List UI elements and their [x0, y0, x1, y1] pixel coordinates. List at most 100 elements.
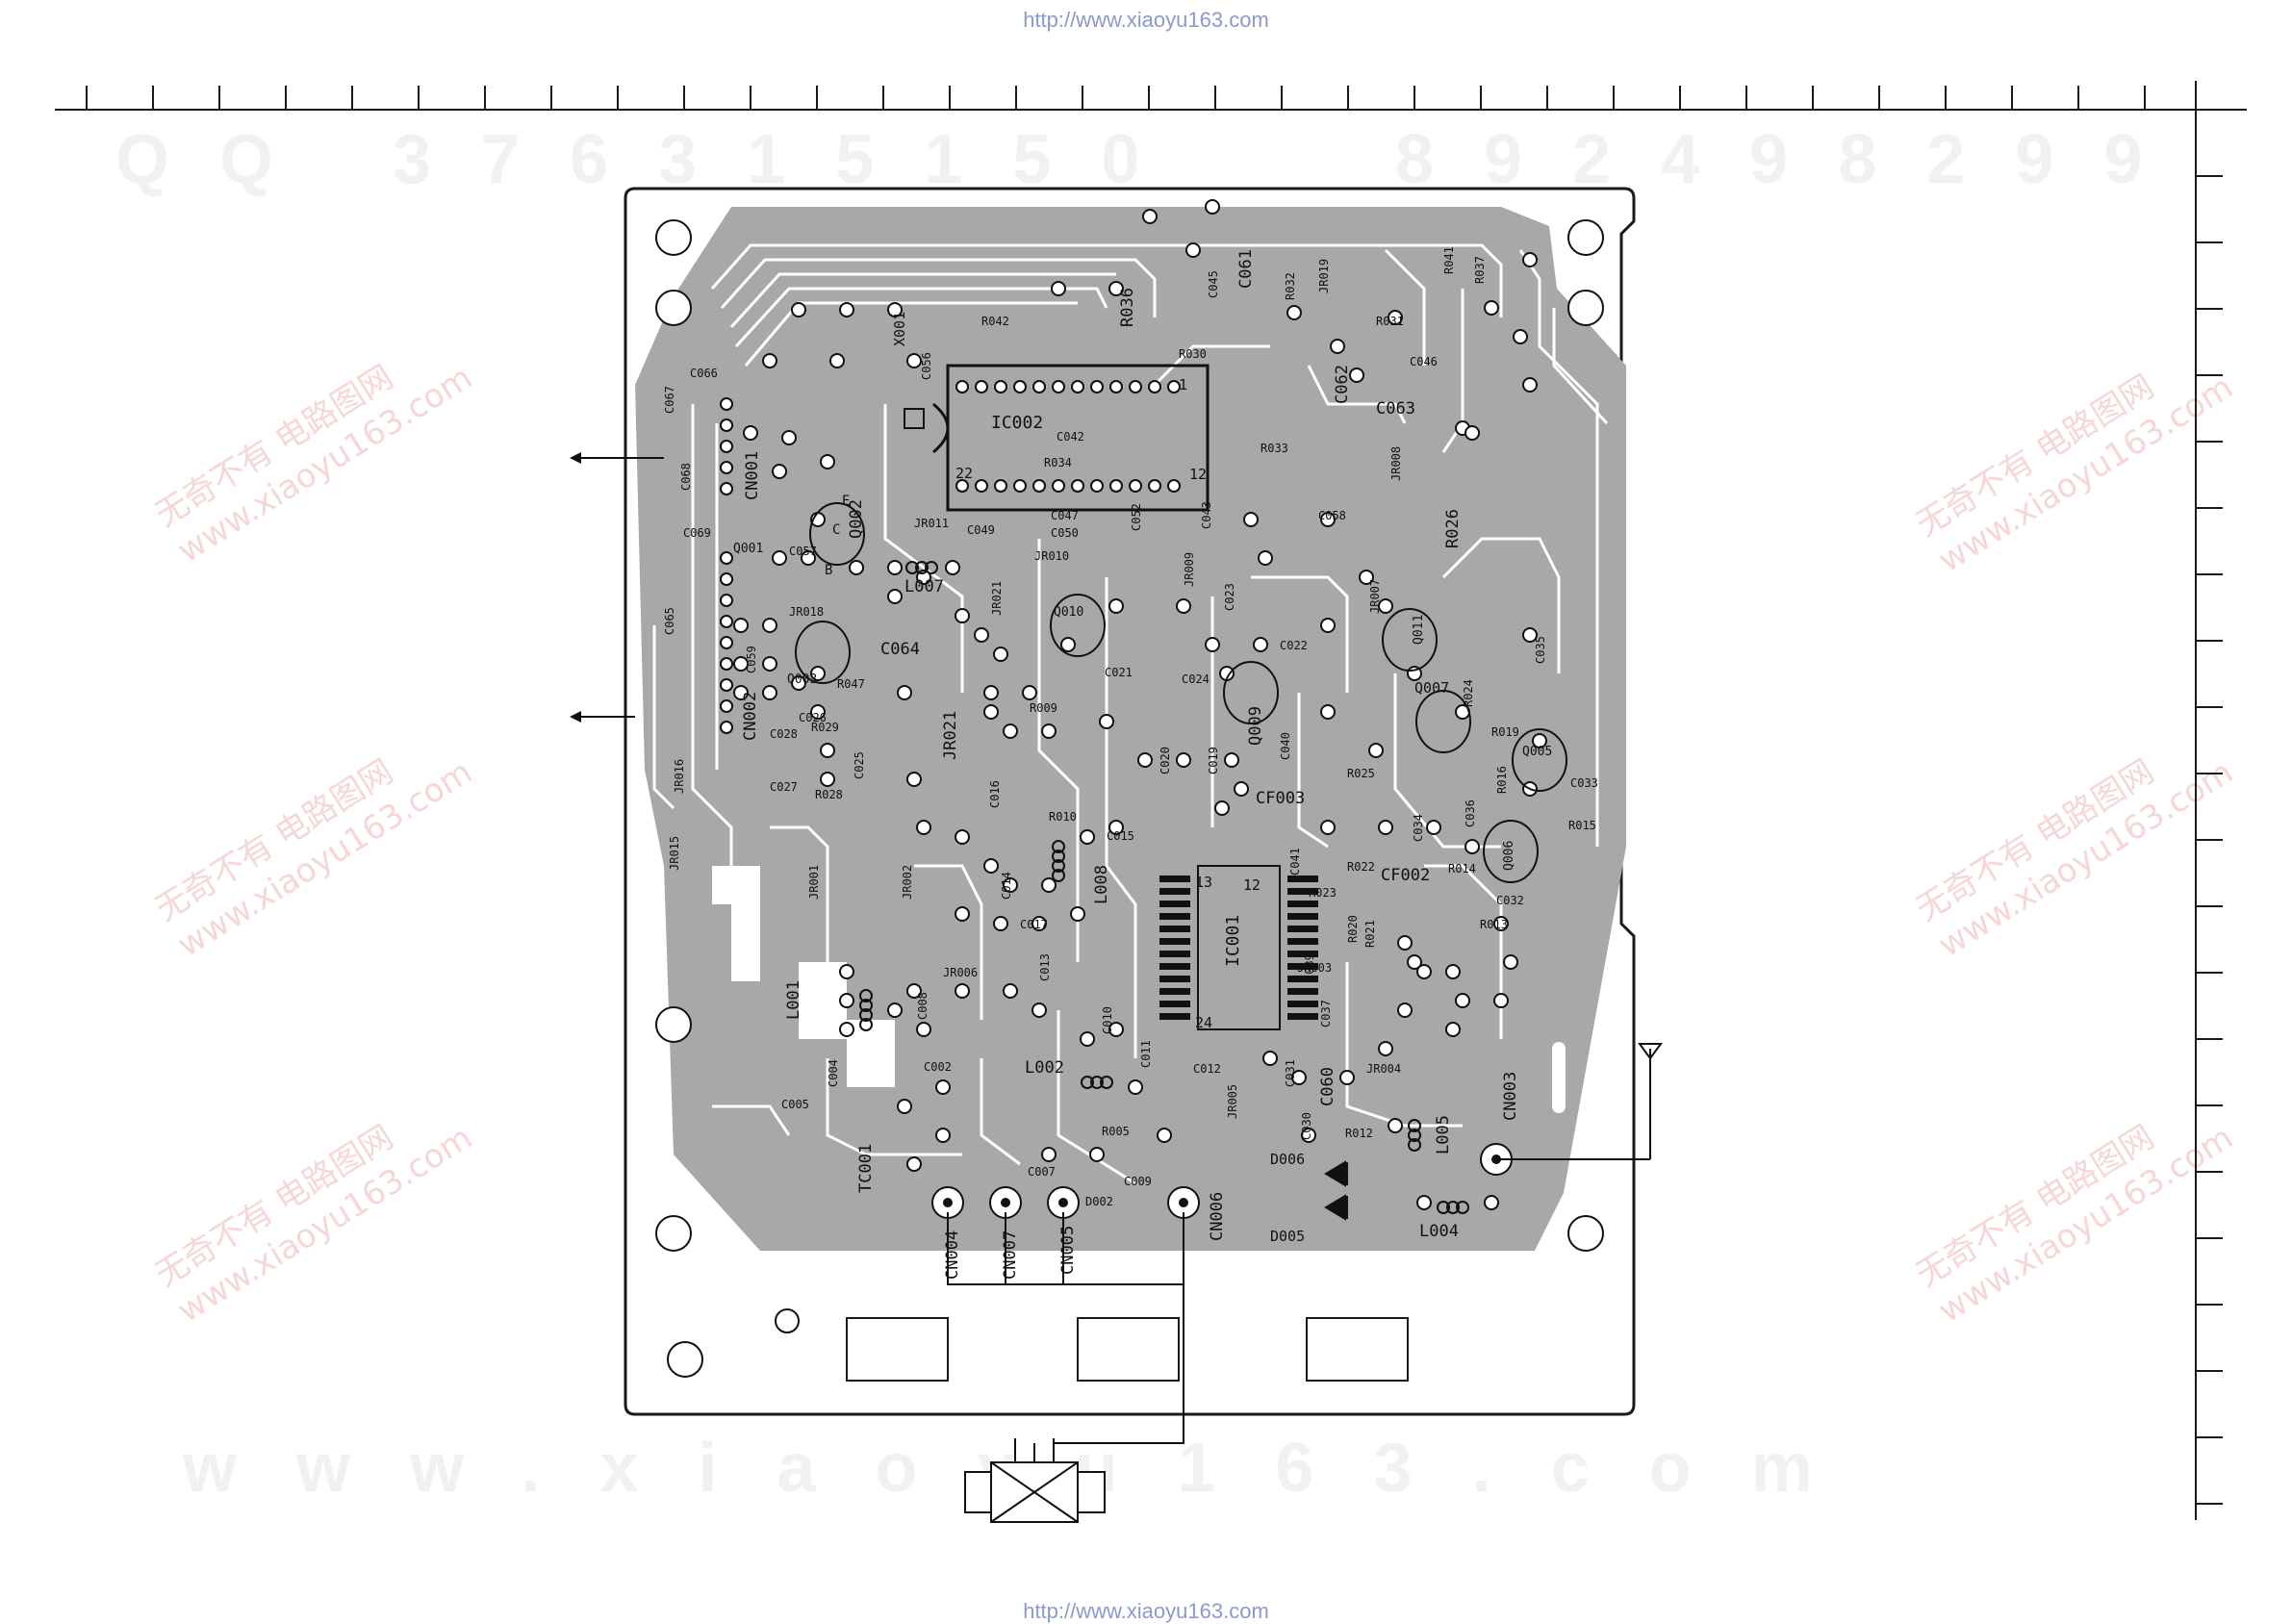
ic-pin [1159, 976, 1190, 982]
pad [887, 1002, 903, 1018]
label-l005: L005 [1434, 1115, 1453, 1155]
ic-pin [1167, 380, 1181, 393]
copper-trace [883, 404, 964, 693]
label-r023: R023 [1309, 886, 1337, 900]
label-c056: C056 [920, 352, 933, 380]
pad [1142, 209, 1158, 224]
header-pad [720, 572, 733, 586]
transistor-outline [1223, 661, 1279, 724]
board-cutout [847, 1020, 895, 1087]
ic-pin [994, 479, 1007, 493]
pad [1522, 377, 1538, 393]
copper-trace [1552, 308, 1609, 425]
pad [1532, 733, 1547, 749]
pad [829, 353, 845, 368]
label-r021: R021 [1363, 920, 1377, 948]
inductor-coil [859, 999, 873, 1012]
copper-trace [1384, 248, 1426, 366]
label-jr016: JR016 [673, 759, 686, 794]
label-q003: Q003 [787, 672, 817, 687]
pad [1522, 627, 1538, 643]
label-l004: L004 [1419, 1222, 1459, 1241]
inductor-coil [915, 561, 929, 574]
pad [1320, 820, 1336, 835]
inductor-coil [1081, 1076, 1094, 1089]
inductor-coil [1100, 1076, 1113, 1089]
ic-pin [1167, 479, 1181, 493]
pad [1301, 1128, 1316, 1143]
mounting-hole [655, 1215, 692, 1252]
label-q010: Q010 [1054, 605, 1083, 620]
ic-pin [1287, 963, 1318, 970]
connector-pin [1179, 1198, 1188, 1207]
pad [1388, 1118, 1403, 1133]
label-pin-c: C [832, 522, 840, 538]
label-r005: R005 [1102, 1125, 1130, 1138]
pad [810, 666, 826, 681]
label-q002: Q002 [847, 499, 866, 539]
label-q001: Q001 [733, 542, 763, 556]
mounting-hole [1567, 219, 1604, 256]
ic-pin [1013, 380, 1027, 393]
source-url-bottom[interactable]: http://www.xiaoyu163.com [1023, 1599, 1269, 1623]
pad [906, 1156, 922, 1172]
label-c046: C046 [1410, 355, 1438, 368]
label-d004: D005 [1270, 1228, 1305, 1245]
pad [1258, 550, 1273, 566]
pad [1253, 637, 1268, 652]
pad [791, 302, 806, 317]
pad [1407, 954, 1422, 970]
label-r037: R037 [1473, 256, 1487, 284]
label-jr008: JR008 [1389, 446, 1403, 481]
pad [906, 353, 922, 368]
pad [820, 772, 835, 787]
copper-trace [1518, 249, 1599, 847]
ic-pin [1159, 988, 1190, 995]
label-r014: R014 [1448, 862, 1476, 875]
ic-pin [1032, 479, 1046, 493]
header-pad [720, 440, 733, 453]
header-pad [720, 551, 733, 565]
label-c057: C057 [789, 545, 817, 558]
label-r009: R009 [1030, 701, 1057, 715]
pad [1330, 339, 1345, 354]
pad [1378, 820, 1393, 835]
label-c028: C028 [770, 727, 798, 741]
ic-pin [994, 380, 1007, 393]
board-cutout [712, 866, 760, 981]
mounting-holes [655, 219, 1604, 1378]
label-r020: R020 [1346, 915, 1360, 943]
pad [955, 829, 970, 845]
pad [1157, 1128, 1172, 1143]
ic-pin [1109, 380, 1123, 393]
pad [1108, 281, 1124, 296]
label-c065: C065 [663, 607, 676, 635]
slide-switch [964, 1438, 1106, 1523]
transistor-outline [809, 502, 865, 566]
pad [1378, 1041, 1393, 1056]
pad [993, 647, 1008, 662]
pad [945, 560, 960, 575]
label-jr015: JR015 [668, 836, 681, 871]
pad [1041, 877, 1057, 893]
label-c030: C030 [1300, 1112, 1313, 1140]
ic-pin [1159, 1001, 1190, 1007]
copper-trace [691, 404, 733, 866]
pad [1108, 1022, 1124, 1037]
pad [1080, 829, 1095, 845]
pad [1089, 1147, 1105, 1162]
source-url-top[interactable]: http://www.xiaoyu163.com [1023, 8, 1269, 32]
pad [1397, 935, 1413, 951]
ic001-pins [1159, 875, 1318, 1020]
copper-trace [729, 272, 1116, 329]
ic-pin [1090, 479, 1104, 493]
copper-trace [1057, 1010, 1136, 1185]
ic-pin [1287, 926, 1318, 932]
ic-pin [1159, 875, 1190, 882]
ic-pin [1071, 479, 1084, 493]
pad [733, 656, 749, 672]
label-c008: C008 [916, 992, 930, 1020]
pad [849, 560, 864, 575]
pad [839, 964, 854, 979]
label-c058: C058 [1318, 509, 1346, 522]
